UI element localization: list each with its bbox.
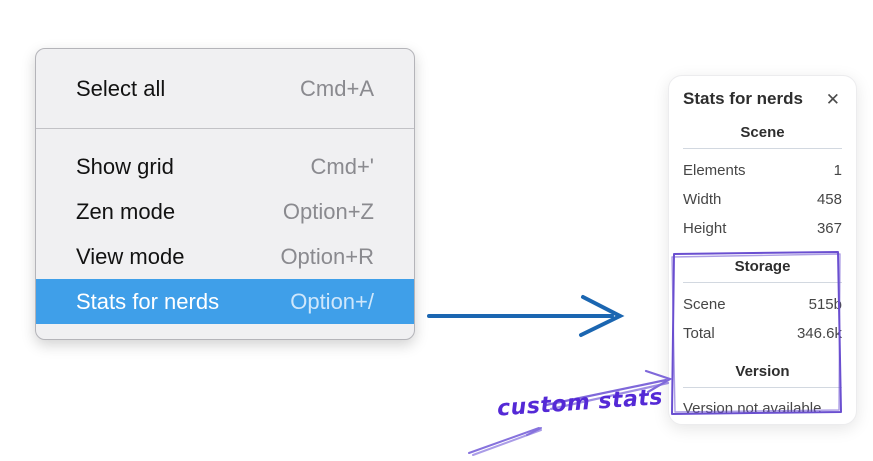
stat-value: 458	[816, 191, 842, 208]
stats-for-nerds-panel: Stats for nerds ✕ Scene Elements 1 Width…	[668, 75, 857, 425]
stat-row-width: Width 458	[683, 185, 842, 214]
section-heading-scene: Scene	[740, 124, 785, 141]
menu-item-label: View mode	[76, 243, 185, 269]
annotation-arrow	[544, 369, 673, 411]
annotation-arrow-small	[468, 427, 542, 456]
menu-item-view-mode[interactable]: View mode Option+R	[36, 234, 414, 279]
stat-label: Total	[683, 325, 715, 342]
menu-item-label: Stats for nerds	[76, 288, 220, 314]
menu-item-zen-mode[interactable]: Zen mode Option+Z	[36, 189, 414, 234]
menu-item-label: Select all	[76, 75, 166, 101]
divider	[683, 282, 842, 283]
stat-value: 346.6k	[796, 325, 842, 342]
stat-label: Height	[683, 220, 727, 237]
panel-header: Stats for nerds ✕	[683, 89, 842, 109]
stat-value: 515b	[808, 296, 842, 313]
menu-item-label: Zen mode	[76, 198, 176, 224]
divider	[683, 387, 842, 388]
menu-item-shortcut: Option+Z	[282, 198, 374, 224]
section-heading-version: Version	[735, 363, 790, 380]
stat-label: Width	[683, 191, 722, 208]
stat-row-height: Height 367	[683, 214, 842, 243]
stat-value: 367	[816, 220, 842, 237]
section-heading-storage: Storage	[734, 258, 791, 275]
stat-row-elements: Elements 1	[683, 156, 842, 185]
menu-item-shortcut: Cmd+'	[310, 153, 375, 179]
panel-title: Stats for nerds	[683, 89, 803, 108]
menu-item-stats-for-nerds[interactable]: Stats for nerds Option+/	[36, 279, 414, 324]
divider	[683, 148, 842, 149]
context-menu: Select all Cmd+A Show grid Cmd+' Zen mod…	[35, 48, 415, 340]
stat-row-total-storage: Total 346.6k	[683, 319, 842, 348]
menu-section-top: Select all Cmd+A	[36, 49, 414, 129]
stat-row-scene-storage: Scene 515b	[683, 290, 842, 319]
menu-item-shortcut: Option+/	[290, 288, 374, 314]
menu-item-shortcut: Option+R	[280, 243, 374, 269]
version-note: Version not available	[683, 400, 822, 417]
stat-value: 1	[833, 162, 842, 179]
stat-label: Scene	[683, 296, 726, 313]
blue-arrow	[427, 295, 625, 337]
stat-label: Elements	[683, 162, 746, 179]
menu-item-select-all[interactable]: Select all Cmd+A	[36, 66, 414, 111]
menu-item-show-grid[interactable]: Show grid Cmd+'	[36, 144, 414, 189]
close-icon[interactable]: ✕	[825, 89, 840, 109]
custom-stats-annotation: custom stats	[496, 385, 664, 422]
menu-item-shortcut: Cmd+A	[300, 75, 374, 101]
menu-section-view: Show grid Cmd+' Zen mode Option+Z View m…	[36, 129, 414, 339]
menu-item-label: Show grid	[76, 153, 174, 179]
